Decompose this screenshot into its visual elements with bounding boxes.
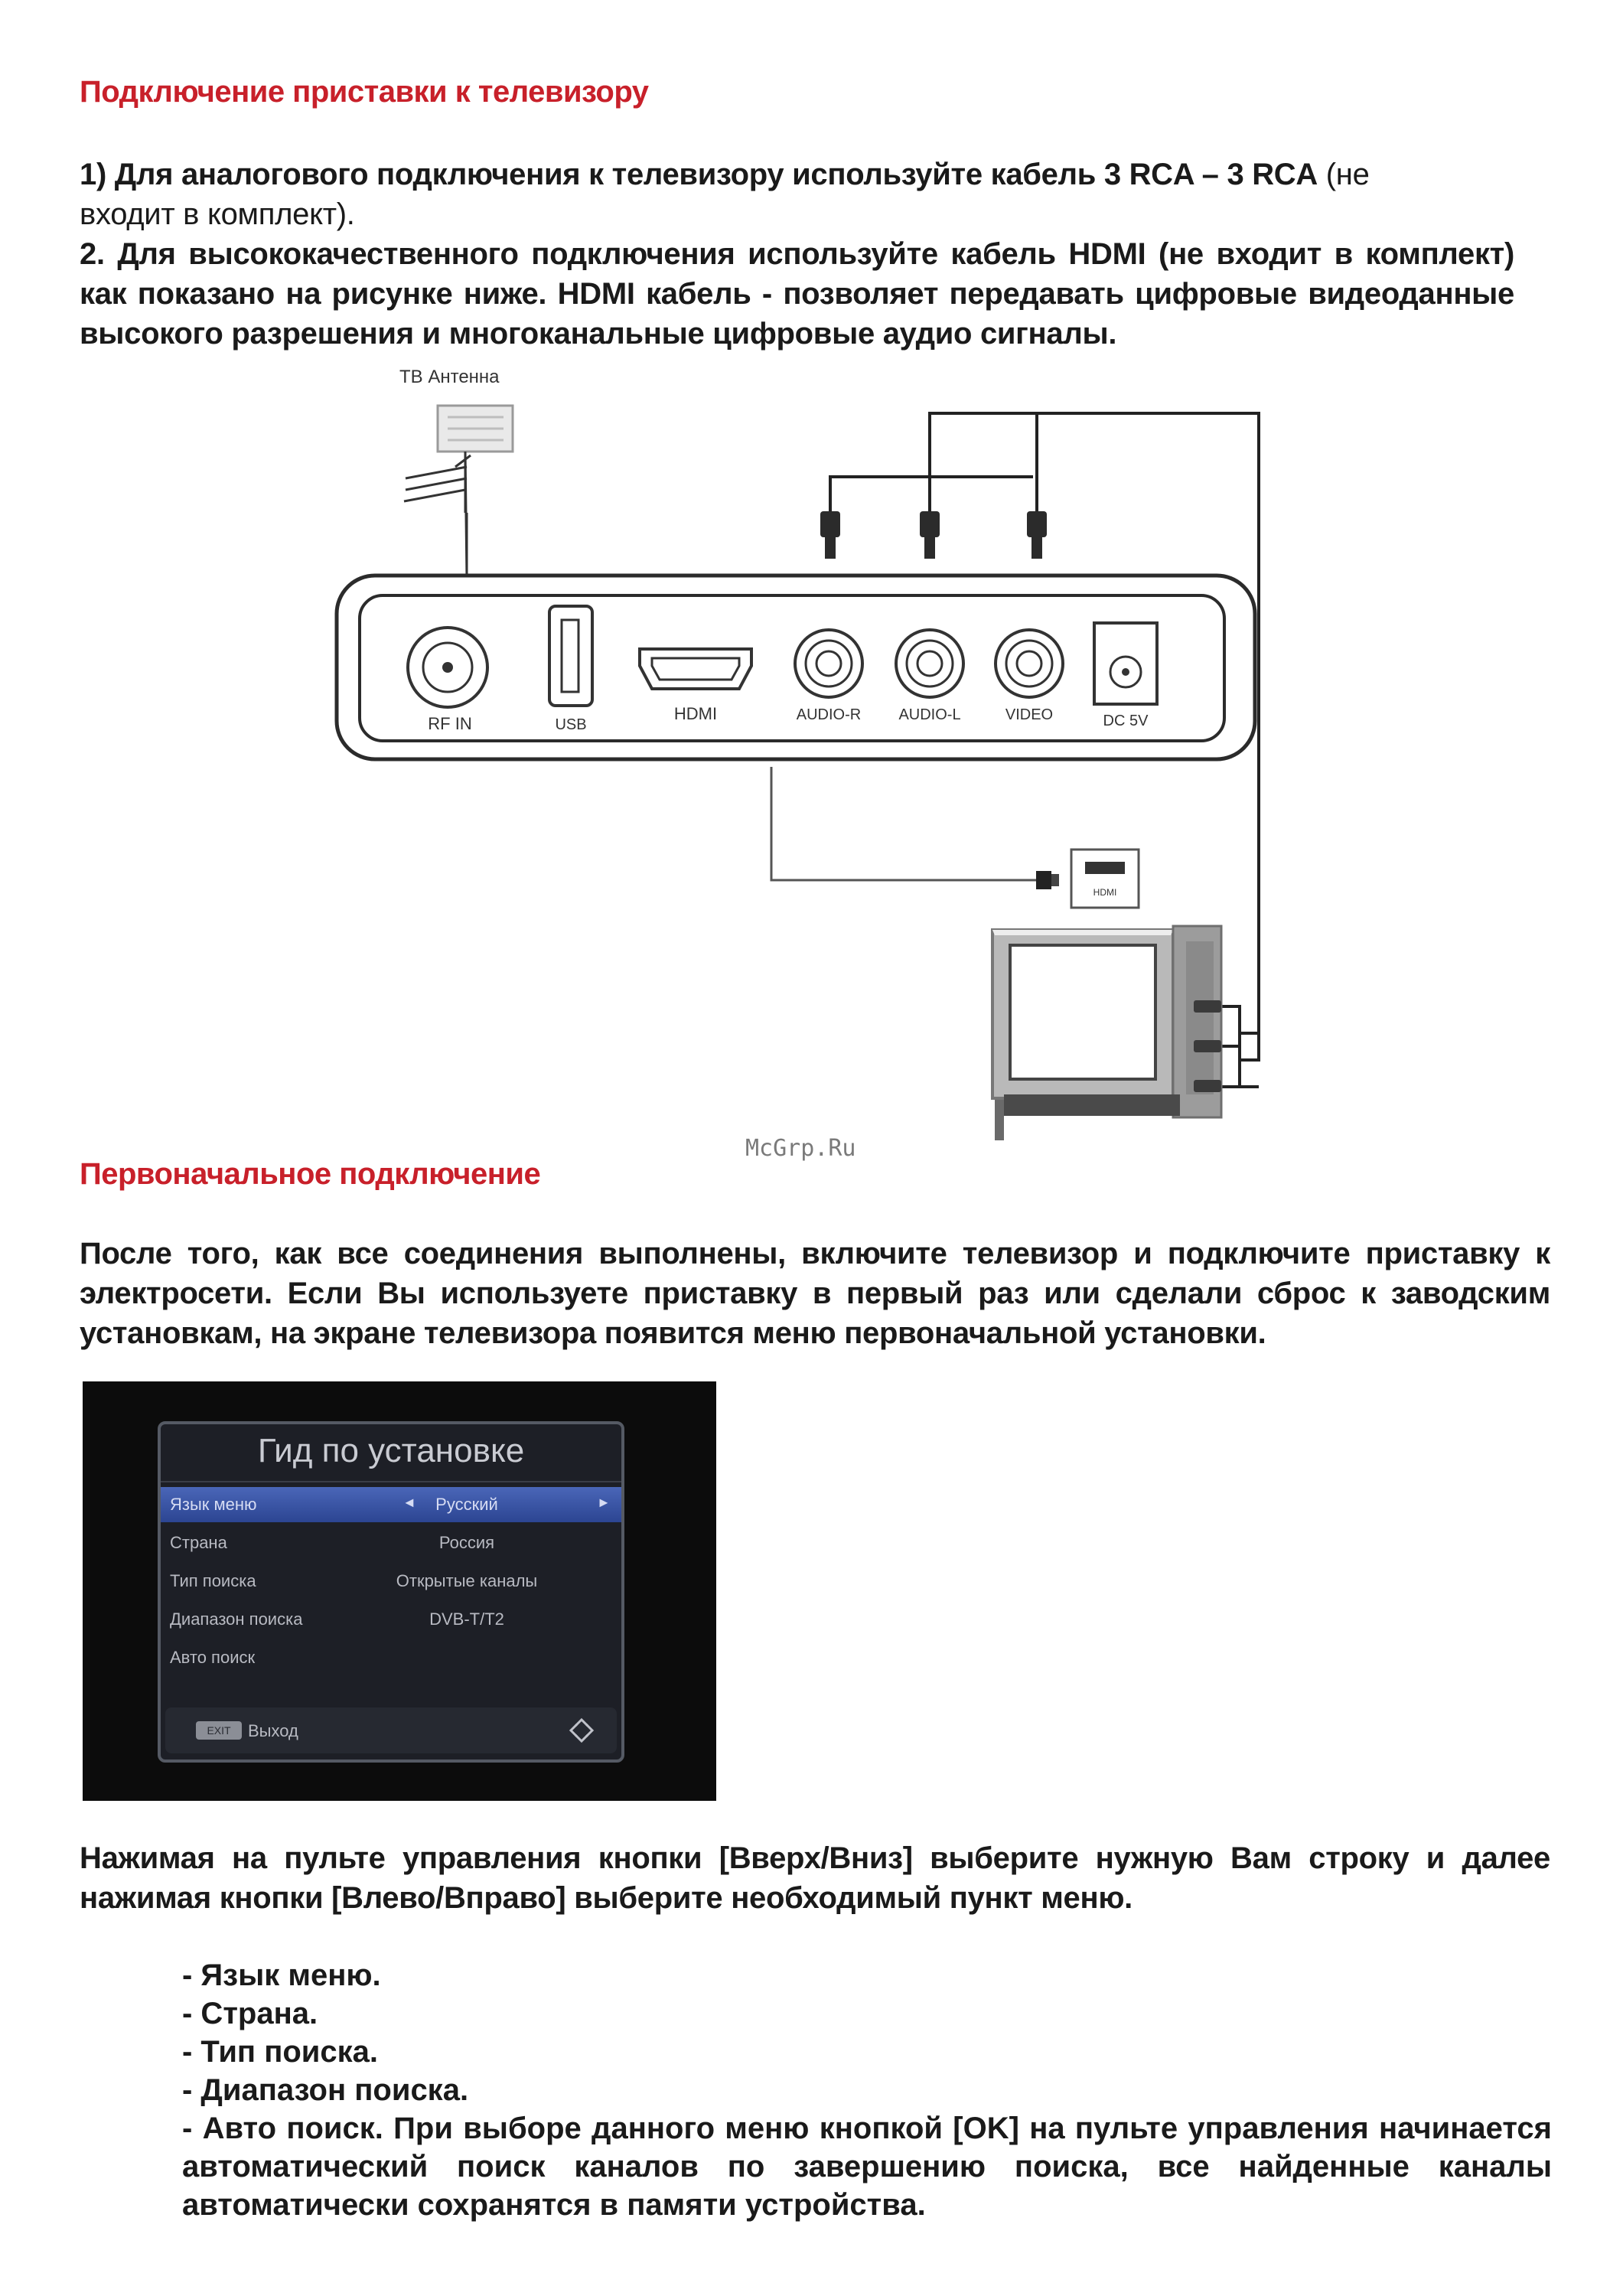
menu-row-value: DVB-T/T2 [429,1609,504,1629]
menu-row-label: Язык меню [170,1495,257,1514]
exit-key-icon[interactable]: EXIT [196,1721,242,1740]
port-label-hdmi: HDMI [674,704,717,723]
paragraph-hdmi-connection: 2. Для высококачественного подключения и… [80,237,1514,351]
menu-row-search-type[interactable]: Тип поиска Открытые каналы [161,1564,621,1599]
arrow-left-icon[interactable]: ◄ [402,1495,416,1510]
menu-row-label: Страна [170,1533,227,1552]
audio-r-port [794,628,864,699]
menu-row-label: Тип поиска [170,1571,256,1590]
antenna-icon [403,404,514,579]
list-item: - Язык меню. [182,1958,381,1992]
menu-row-value: Открытые каналы [396,1571,538,1590]
list-item: - Диапазон поиска. [182,2073,469,2107]
video-port [994,628,1064,699]
menu-row-label: Авто поиск [170,1648,256,1667]
navigation-arrows-icon [569,1717,595,1743]
menu-row-search-range[interactable]: Диапазон поиска DVB-T/T2 [161,1602,621,1637]
hdmi-port [638,647,753,690]
list-item: - Страна. [182,1997,318,2030]
rca-cables [829,412,1260,1088]
tv-icon [991,925,1223,1140]
port-label-rf-in: RF IN [428,714,471,733]
section-heading-connection: Подключение приставки к телевизору [80,75,649,109]
menu-row-label: Диапазон поиска [170,1609,303,1629]
dc-5v-port [1093,621,1159,706]
port-label-audio-l: AUDIO-L [898,706,960,723]
watermark: McGrp.Ru [745,1135,856,1162]
tv-hdmi-port-icon [1070,848,1140,909]
hdmi-cable [770,767,1037,882]
list-item: - Авто поиск. При выборе данного меню кн… [182,2112,1552,2222]
port-label-audio-r: AUDIO-R [797,706,861,723]
rca-plug-icons [820,511,1047,559]
menu-row-value: Россия [438,1533,495,1552]
hdmi-plug-icon [1036,871,1059,889]
analog-connection-note-a: (не [1317,158,1370,191]
paragraph-navigation: Нажимая на пульте управления кнопки [Вве… [80,1841,1550,1915]
menu-row-language[interactable]: Язык меню ◄ Русский ► [161,1487,621,1522]
analog-connection-note-b: входит в комплект). [80,197,355,231]
setup-guide-screenshot: Гид по установке Язык меню ◄ Русский ► С… [83,1381,716,1801]
paragraph-analog-connection: 1) Для аналогового подключения к телевиз… [80,155,1549,234]
arrow-right-icon[interactable]: ► [597,1495,611,1510]
section-heading-initial-setup: Первоначальное подключение [80,1157,541,1191]
setup-guide-panel: Гид по установке Язык меню ◄ Русский ► С… [158,1421,624,1763]
usb-port [548,605,594,707]
port-label-usb: USB [555,716,586,733]
port-label-dc-5v: DC 5V [1103,713,1149,729]
rf-in-port [406,626,489,709]
title-divider [161,1481,621,1482]
port-label-video: VIDEO [1005,706,1053,723]
menu-row-value: Русский [435,1495,498,1514]
analog-connection-text: 1) Для аналогового подключения к телевиз… [80,158,1318,191]
tv-hdmi-label: HDMI [1093,887,1117,898]
audio-l-port [895,628,965,699]
menu-items-list: - Язык меню. - Страна. - Тип поиска. - Д… [182,1956,1552,2224]
menu-row-country[interactable]: Страна Россия [161,1525,621,1561]
menu-row-auto-search[interactable]: Авто поиск [161,1640,621,1675]
exit-label: Выход [248,1721,298,1740]
antenna-label: ТВ Антенна [399,367,500,387]
paragraph-initial-setup: После того, как все соединения выполнены… [80,1237,1550,1350]
menu-footer: EXIT Выход [165,1707,617,1753]
tv-rca-plug-icons [1194,1000,1221,1092]
setup-guide-title: Гид по установке [257,1432,525,1469]
list-item: - Тип поиска. [182,2035,379,2069]
connection-diagram: ТВ Антенна [334,367,1260,1140]
